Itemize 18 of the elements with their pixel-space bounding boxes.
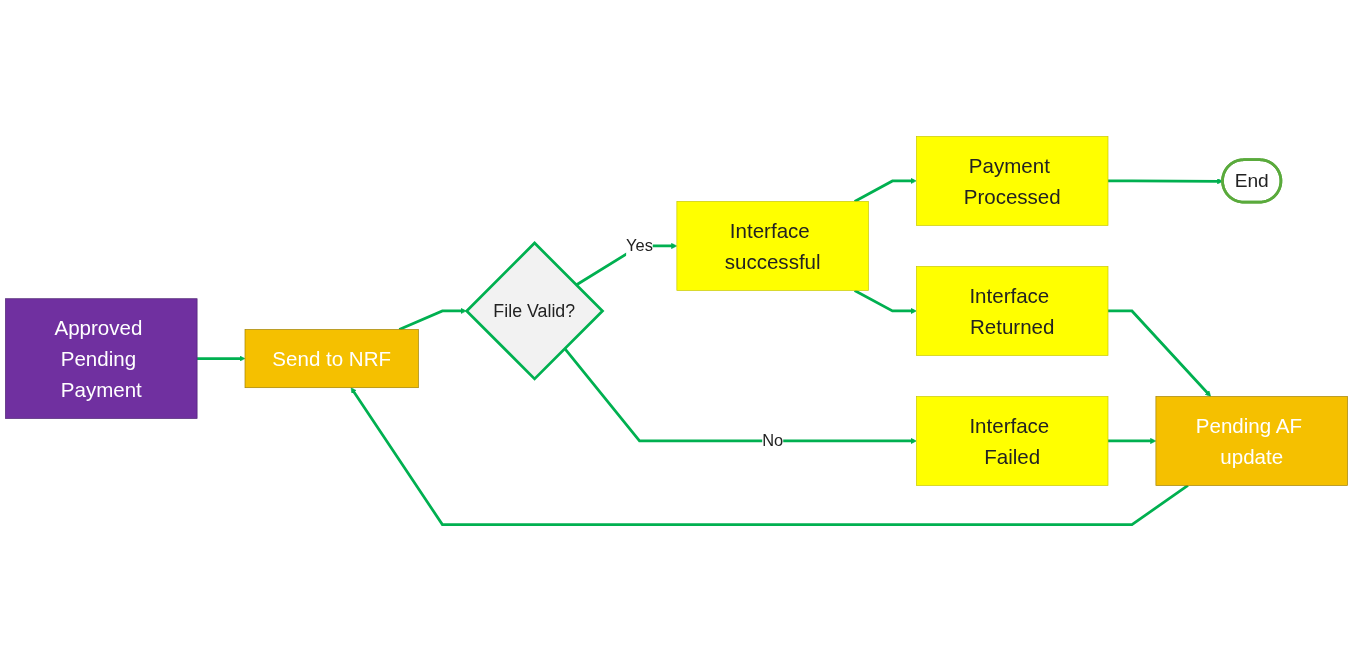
node-box: Interface successful bbox=[676, 201, 869, 291]
node-box: Payment Processed bbox=[916, 136, 1109, 226]
arrow bbox=[1108, 309, 1211, 397]
node-box: Pending AF update bbox=[1155, 396, 1348, 486]
node-box: Send to NRF bbox=[244, 329, 419, 388]
node-diamond: File Valid? bbox=[464, 241, 605, 381]
arrow bbox=[853, 289, 917, 314]
arrow bbox=[197, 355, 246, 362]
node-box: Interface Failed bbox=[916, 396, 1109, 486]
node-box: Approved Pending Payment bbox=[5, 298, 198, 419]
arrow bbox=[350, 387, 1189, 526]
edge-label: Yes bbox=[626, 236, 653, 255]
arrow bbox=[398, 307, 467, 331]
node-box: Interface Returned bbox=[916, 266, 1109, 356]
edge-label: No bbox=[762, 431, 784, 450]
arrow bbox=[853, 177, 917, 203]
arrow bbox=[563, 347, 917, 444]
arrow bbox=[1108, 437, 1157, 444]
